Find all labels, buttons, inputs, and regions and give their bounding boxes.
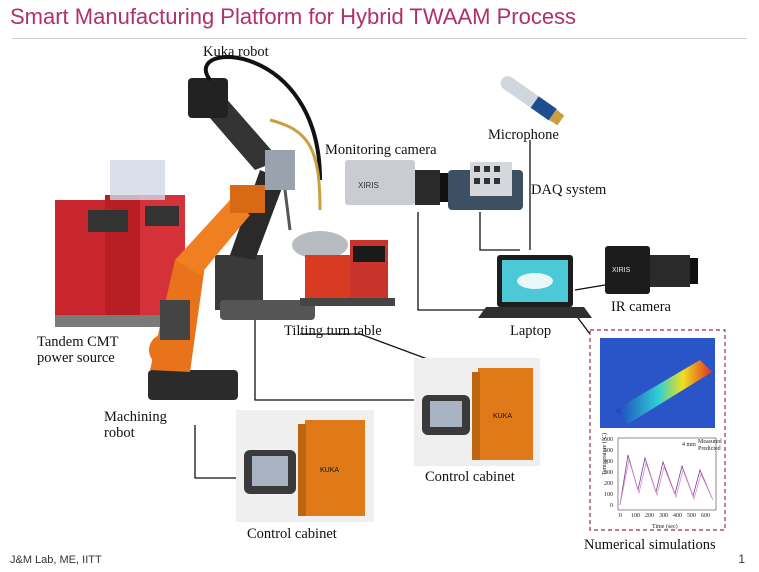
label-monitoring-camera: Monitoring camera [325, 142, 437, 158]
ytick-300: 300 [604, 470, 613, 476]
plot-xlabel: Time (sec) [652, 523, 678, 530]
ytick-0: 0 [610, 503, 613, 509]
label-numerical-simulations: Numerical simulations [584, 537, 716, 553]
kuka-robot-image [188, 55, 322, 320]
kuka-logo-2: KUKA [493, 413, 512, 420]
control-cabinet-image-2: KUKA [414, 358, 540, 466]
ytick-500: 500 [604, 448, 613, 454]
label-microphone: Microphone [488, 127, 559, 143]
xiris-logo-2: XIRIS [612, 267, 631, 274]
ytick-600: 600 [604, 437, 613, 443]
xtick-600: 600 [701, 513, 710, 519]
xtick-400: 400 [673, 513, 682, 519]
tilting-turn-table-image [292, 231, 395, 306]
control-cabinet-image-1: KUKA [236, 410, 374, 522]
plot-xticks: 0 100 200 300 400 500 600 [619, 513, 710, 519]
ytick-200: 200 [604, 481, 613, 487]
temperature-plot: Temperature (°C) Time (sec) 600 500 400 … [601, 433, 722, 530]
xtick-100: 100 [631, 513, 640, 519]
turntable-line [300, 333, 431, 361]
legend-measured: Measured [698, 439, 722, 445]
connection-lines [194, 140, 606, 479]
label-kuka-robot: Kuka robot [203, 44, 269, 60]
ytick-100: 100 [604, 492, 613, 498]
label-laptop: Laptop [510, 323, 552, 339]
label-tilting-turn-table: Tilting turn table [284, 323, 382, 339]
legend-predicted: Predicted [698, 446, 721, 452]
daq-system-image [448, 162, 523, 210]
xiris-logo-1: XIRIS [358, 181, 379, 190]
footer-lab: J&M Lab, ME, IITT [10, 554, 102, 566]
microphone-image [500, 76, 565, 126]
xtick-200: 200 [645, 513, 654, 519]
label-machining-robot: Machining robot [104, 409, 167, 441]
cabinet1-line [194, 425, 240, 479]
daq-to-laptop-line [479, 212, 520, 251]
slide-title: Smart Manufacturing Platform for Hybrid … [10, 4, 577, 29]
plot-ylabel: Temperature (°C) [601, 433, 608, 475]
kuka-logo-1: KUKA [320, 467, 339, 474]
monitoring-camera-image: XIRIS [345, 160, 448, 205]
xtick-0: 0 [619, 513, 622, 519]
title-divider [12, 38, 747, 39]
ir-to-laptop-line [574, 284, 606, 291]
tandem-power-source-image [55, 160, 185, 327]
xtick-500: 500 [687, 513, 696, 519]
ytick-400: 400 [604, 459, 613, 465]
laptop-image [478, 255, 592, 318]
label-control-cabinet-1: Control cabinet [247, 526, 337, 542]
label-tandem-power-source: Tandem CMT power source [37, 334, 119, 366]
ir-camera-image: XIRIS [605, 246, 698, 294]
label-daq-system: DAQ system [531, 182, 607, 198]
xtick-300: 300 [659, 513, 668, 519]
inset-label: 4 mm [682, 442, 696, 448]
numerical-simulations-panel: Temperature (°C) Time (sec) 600 500 400 … [589, 329, 726, 531]
label-control-cabinet-2: Control cabinet [425, 469, 515, 485]
page-number: 1 [738, 552, 745, 566]
label-ir-camera: IR camera [611, 299, 671, 315]
cabinet2-line [254, 318, 418, 401]
camera-to-laptop-line [417, 212, 498, 311]
machining-robot-image [148, 185, 265, 400]
plot-yticks: 600 500 400 300 200 100 0 [604, 437, 613, 509]
